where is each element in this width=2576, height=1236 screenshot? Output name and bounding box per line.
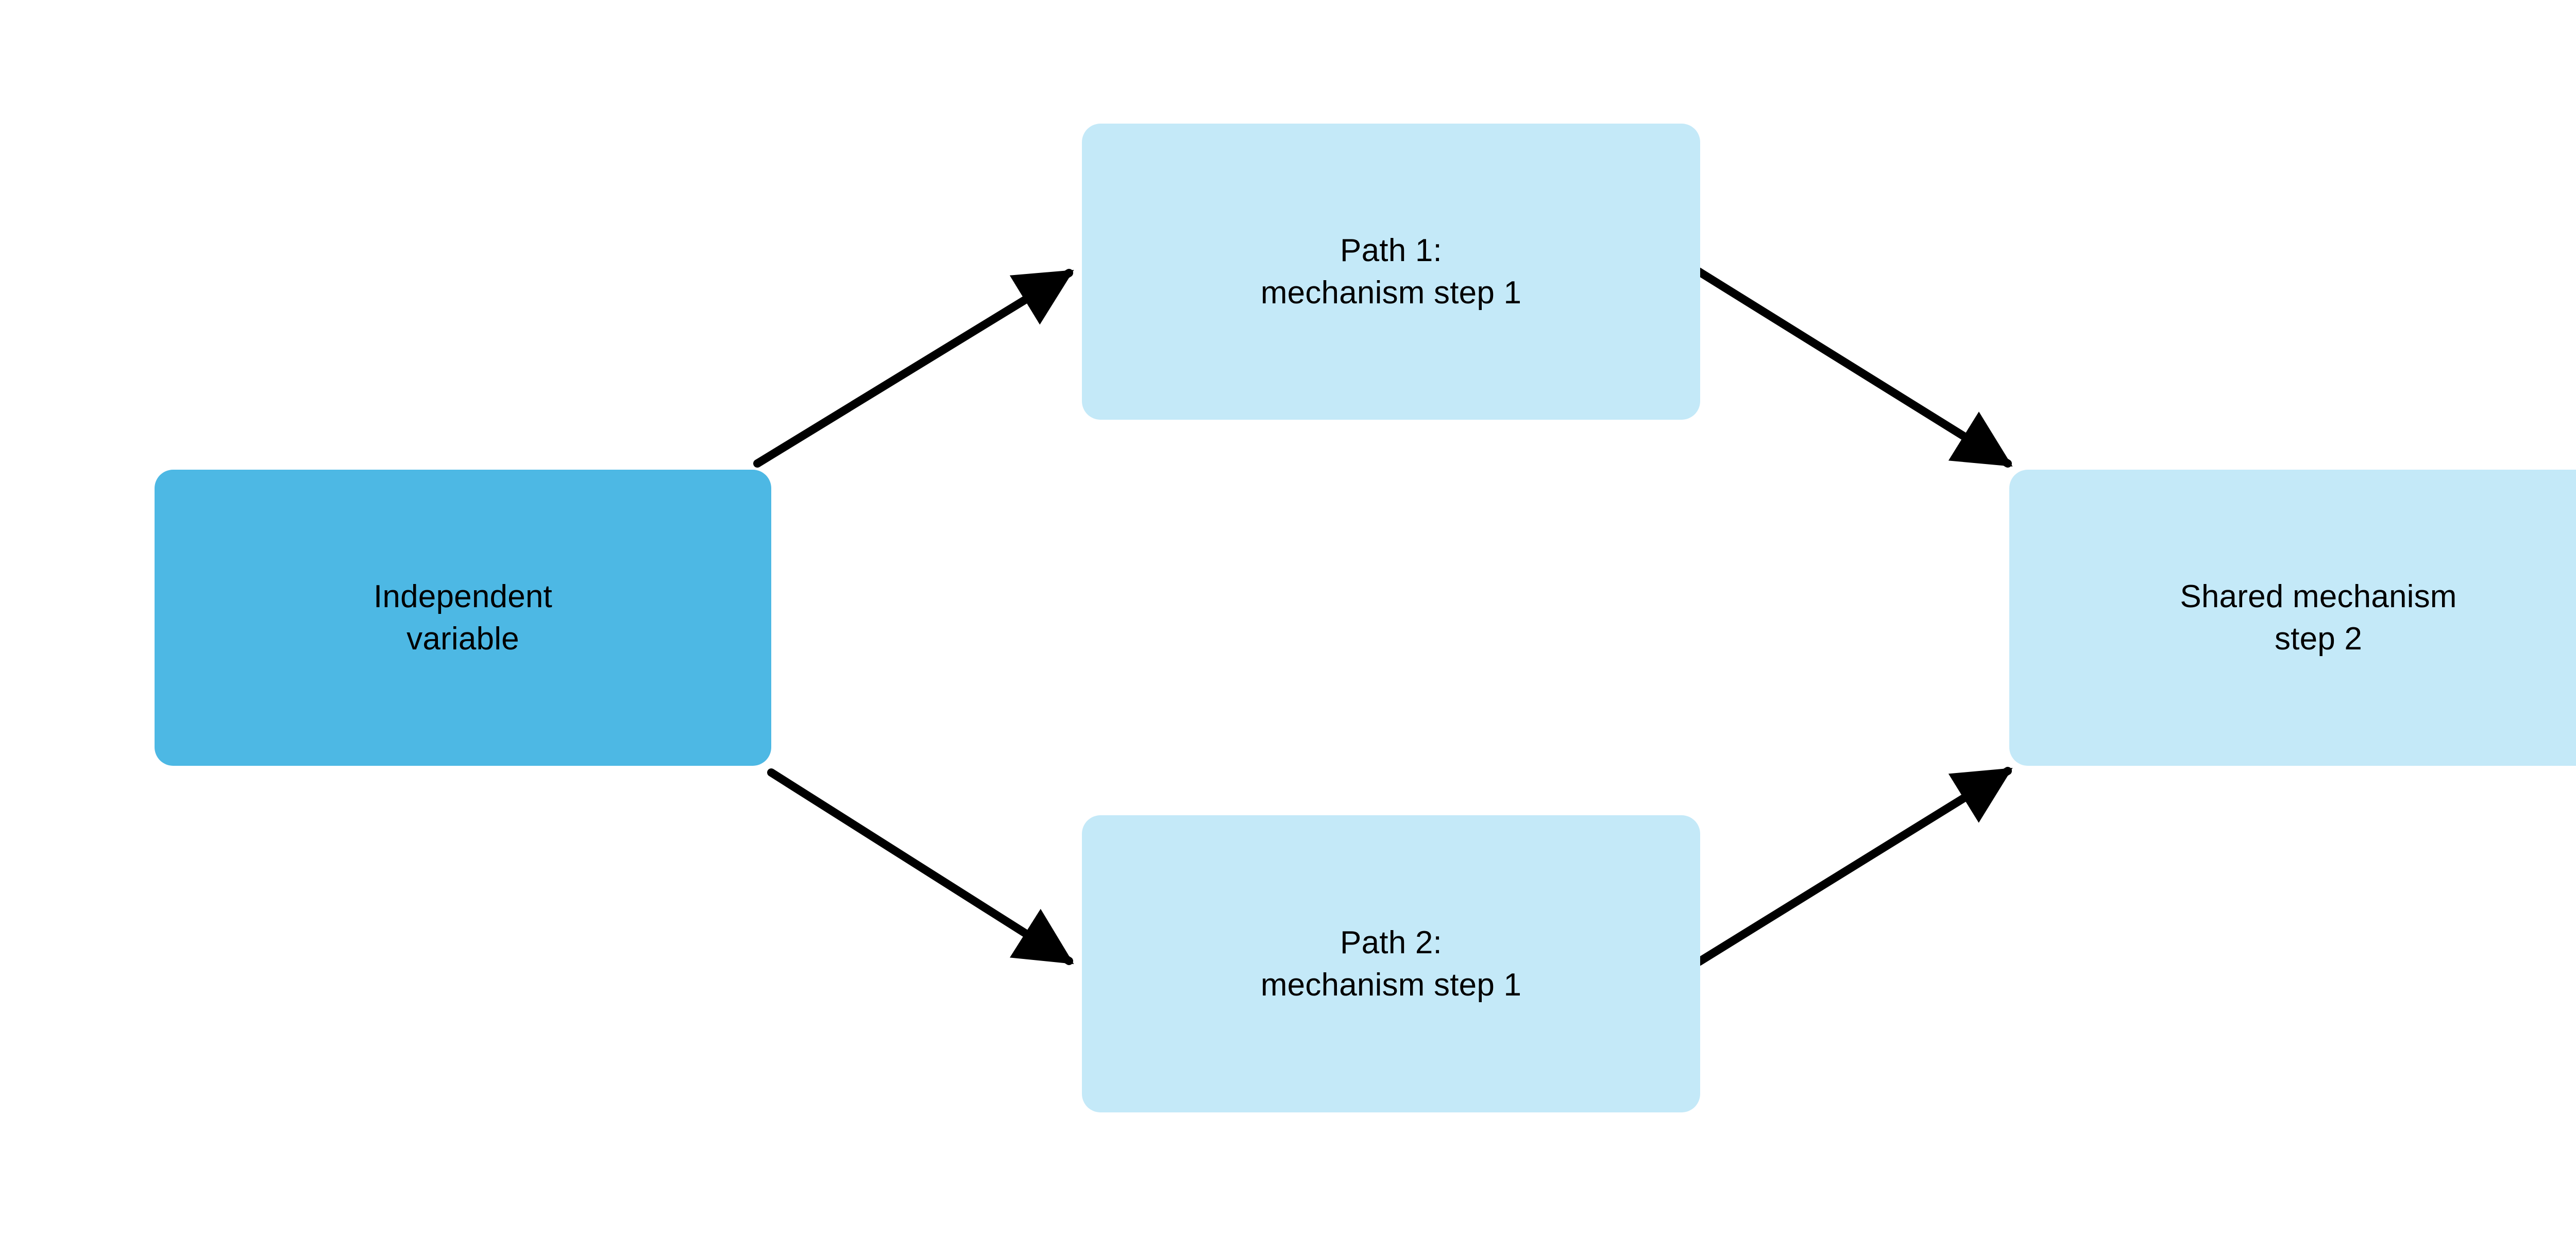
edge-path1-to-shared (1694, 267, 2013, 468)
edge-path2-to-shared (1694, 767, 2013, 966)
node-path-1-mechanism-step-1[interactable]: Path 1: mechanism step 1 (1082, 124, 1700, 420)
node-path-2-mechanism-step-1[interactable]: Path 2: mechanism step 1 (1082, 815, 1700, 1112)
node-shared-mechanism-step-2[interactable]: Shared mechanism step 2 (2009, 470, 2576, 766)
edge-independent-to-path1-line (753, 269, 1074, 468)
edge-independent-to-path2 (767, 768, 1074, 965)
node-independent-variable[interactable]: Independent variable (155, 470, 771, 766)
